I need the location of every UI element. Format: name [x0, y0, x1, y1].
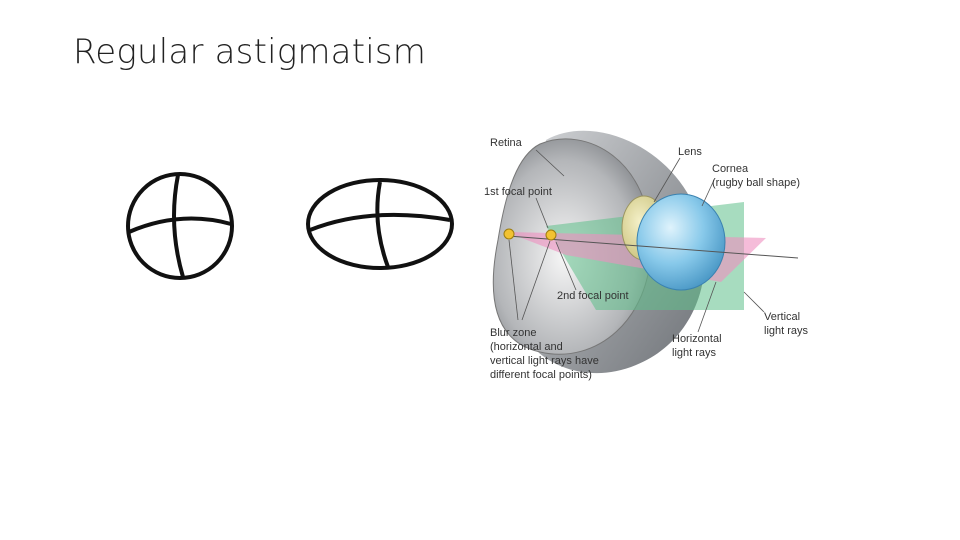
- first-focal-point-label: 1st focal point: [484, 186, 552, 198]
- second-focal-point-dot: [545, 229, 557, 241]
- vertical-rays-label-2: light rays: [764, 325, 809, 337]
- lens-label: Lens: [678, 146, 702, 158]
- optical-axis: [507, 235, 799, 259]
- round-cornea-horizontal-meridian: [128, 216, 232, 234]
- blur-zone-desc-1: (horizontal and: [490, 341, 563, 353]
- first-focal-point-dot: [503, 228, 515, 240]
- vertical-rays-label: Vertical: [764, 311, 800, 323]
- blur-zone-label: Blur zone: [490, 327, 536, 339]
- leader-lines: [508, 149, 765, 333]
- oval-cornea-outline: [306, 178, 454, 270]
- retina-label: Retina: [490, 137, 523, 149]
- horizontal-rays-label: Horizontal: [672, 333, 722, 345]
- round-cornea-vertical-meridian: [172, 174, 185, 278]
- cornea-shape-label: (rugby ball shape): [712, 177, 800, 189]
- oval-cornea-sketch: [306, 178, 454, 270]
- blur-zone-desc-2: vertical light rays have: [490, 355, 599, 367]
- horizontal-rays-label-2: light rays: [672, 347, 717, 359]
- cornea-rugby-ball: [636, 193, 726, 291]
- round-cornea-sketch: [126, 172, 234, 280]
- oval-cornea-vertical-meridian: [375, 181, 390, 268]
- astigmatism-eye-diagram: Retina Lens Cornea (rugby ball shape) 1s…: [484, 130, 809, 381]
- oval-cornea-horizontal-meridian: [309, 212, 451, 232]
- second-focal-point-label: 2nd focal point: [557, 290, 629, 302]
- slide-title: Regular astigmatism: [73, 32, 427, 72]
- cornea-label: Cornea: [712, 163, 749, 175]
- round-cornea-outline: [126, 172, 234, 280]
- blur-zone-desc-3: different focal points): [490, 369, 592, 381]
